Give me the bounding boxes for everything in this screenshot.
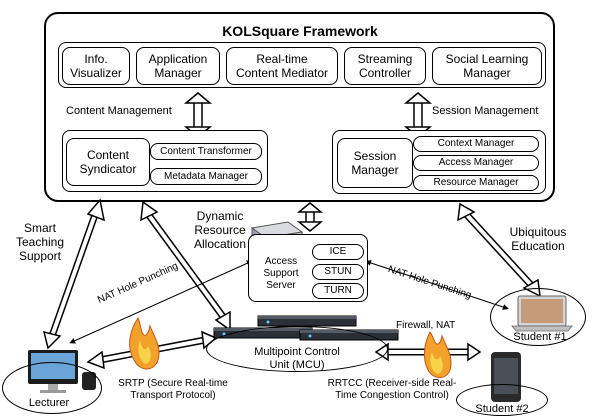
dynamic-resource-allocation-label: Dynamic Resource Allocation <box>193 209 247 251</box>
context-manager: Context Manager <box>413 136 539 152</box>
student1-label: Student #1 <box>513 330 567 343</box>
mcu-label: Multipoint Control Unit (MCU) <box>254 346 340 371</box>
module-social-learning-manager: Social Learning Manager <box>432 47 542 85</box>
access-support-server-label: Access Support Server <box>263 256 299 291</box>
firewall-icon-left <box>129 317 160 370</box>
framework-title: KOLSquare Framework <box>222 23 378 39</box>
metadata-manager: Metadata Manager <box>150 168 262 185</box>
content-syndicator-label: Content Syndicator <box>66 138 150 186</box>
lecturer-label: Lecturer <box>28 396 70 409</box>
student1-ellipse <box>490 288 586 346</box>
smart-teaching-support-label: Smart Teaching Support <box>15 221 65 263</box>
content-management-label: Content Management <box>66 105 172 117</box>
srtp-label: SRTP (Secure Real-time Transport Protoco… <box>118 378 228 401</box>
module-real-time-content-mediator: Real-time Content Mediator <box>226 47 338 85</box>
turn-item: TURN <box>312 283 364 299</box>
session-management-label: Session Management <box>432 105 539 117</box>
ubiquitous-arrow <box>457 202 541 298</box>
ice-item: ICE <box>312 244 364 260</box>
firewall-icon-right <box>423 331 452 378</box>
content-transformer: Content Transformer <box>150 143 262 160</box>
mcu-ellipse <box>206 326 388 372</box>
framework-to-access-arrow <box>296 202 324 232</box>
firewall-nat-label: Firewall, NAT <box>396 320 456 331</box>
lecturer-ellipse <box>2 362 102 414</box>
module-application-manager: Application Manager <box>136 47 220 85</box>
access-manager: Access Manager <box>413 155 539 171</box>
session-manager-label: Session Manager <box>337 138 413 188</box>
student2-label: Student #2 <box>475 402 529 415</box>
module-streaming-controller: Streaming Controller <box>344 47 426 85</box>
rrtcc-label: RRTCC (Receiver-side Real- Time Congesti… <box>327 378 457 401</box>
stun-item: STUN <box>312 264 364 280</box>
nat-left-line <box>69 260 253 344</box>
module-info-visualizer: Info. Visualizer <box>62 47 130 85</box>
student2-ellipse <box>456 384 548 416</box>
nat-right-line <box>365 260 509 310</box>
resource-manager: Resource Manager <box>413 175 539 191</box>
ubiquitous-education-label: Ubiquitous Education <box>509 225 567 253</box>
kolsquare-framework-box <box>44 12 555 202</box>
